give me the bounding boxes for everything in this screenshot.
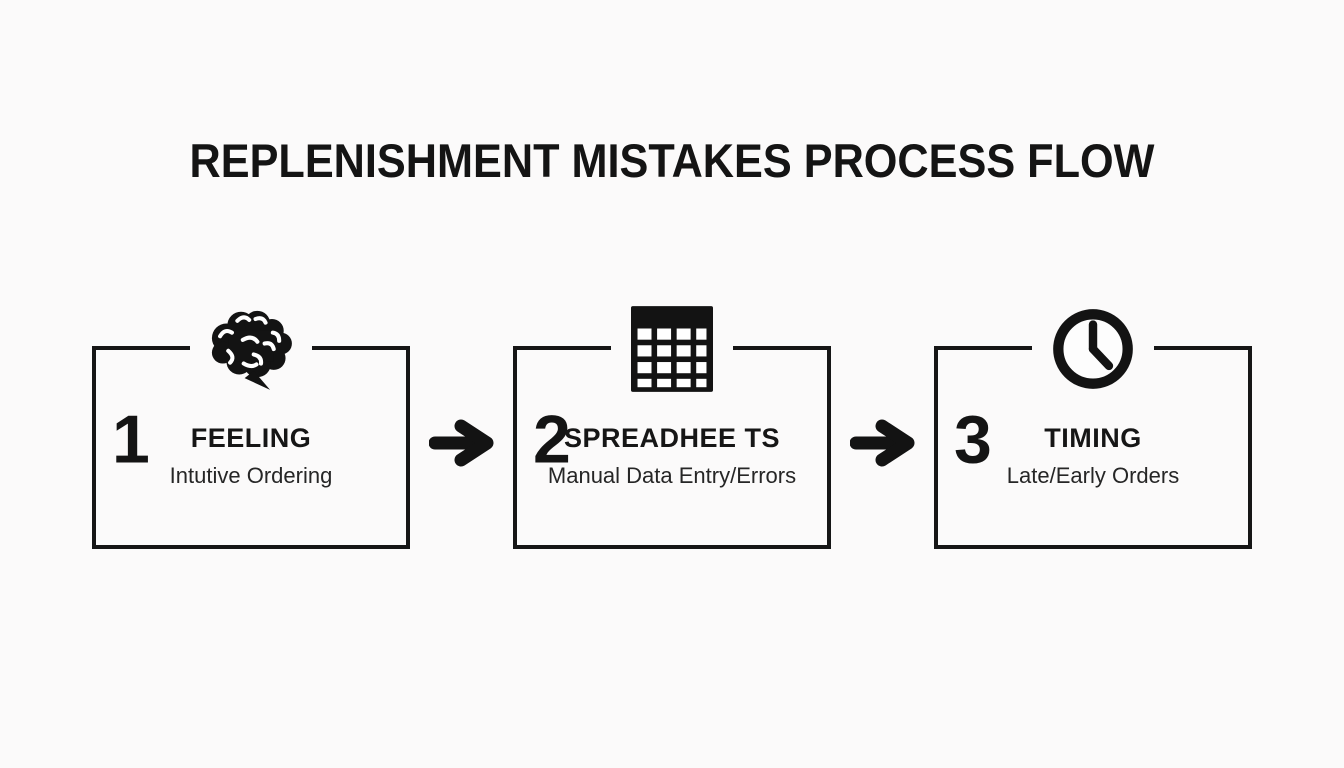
- clock-icon: [1032, 300, 1154, 398]
- step-subtitle: Manual Data Entry/Errors: [547, 462, 797, 488]
- step-title: FEELING: [190, 422, 312, 453]
- step-box-spreadsheets: 2 SPREADHEE TS Manual Data Entry/Errors: [513, 300, 831, 549]
- step-title: TIMING: [1044, 422, 1142, 453]
- step-number: 2: [533, 401, 571, 478]
- arrow-icon: [429, 417, 501, 469]
- step-number: 3: [954, 401, 992, 478]
- step-number: 1: [112, 401, 150, 478]
- step-subtitle: Intutive Ordering: [169, 462, 333, 488]
- page-title: REPLENISHMENT MISTAKES PROCESS FLOW: [189, 134, 1155, 187]
- step-title: SPREADHEE TS: [563, 422, 781, 453]
- step-box-feeling: 1 FEELING Intutive Ordering: [92, 300, 410, 549]
- step-box-timing: 3 TIMING Late/Early Orders: [934, 300, 1252, 549]
- arrow-icon: [850, 417, 922, 469]
- step-subtitle: Late/Early Orders: [1006, 462, 1180, 488]
- spreadsheet-icon: [611, 300, 733, 398]
- brain-icon: [190, 300, 312, 398]
